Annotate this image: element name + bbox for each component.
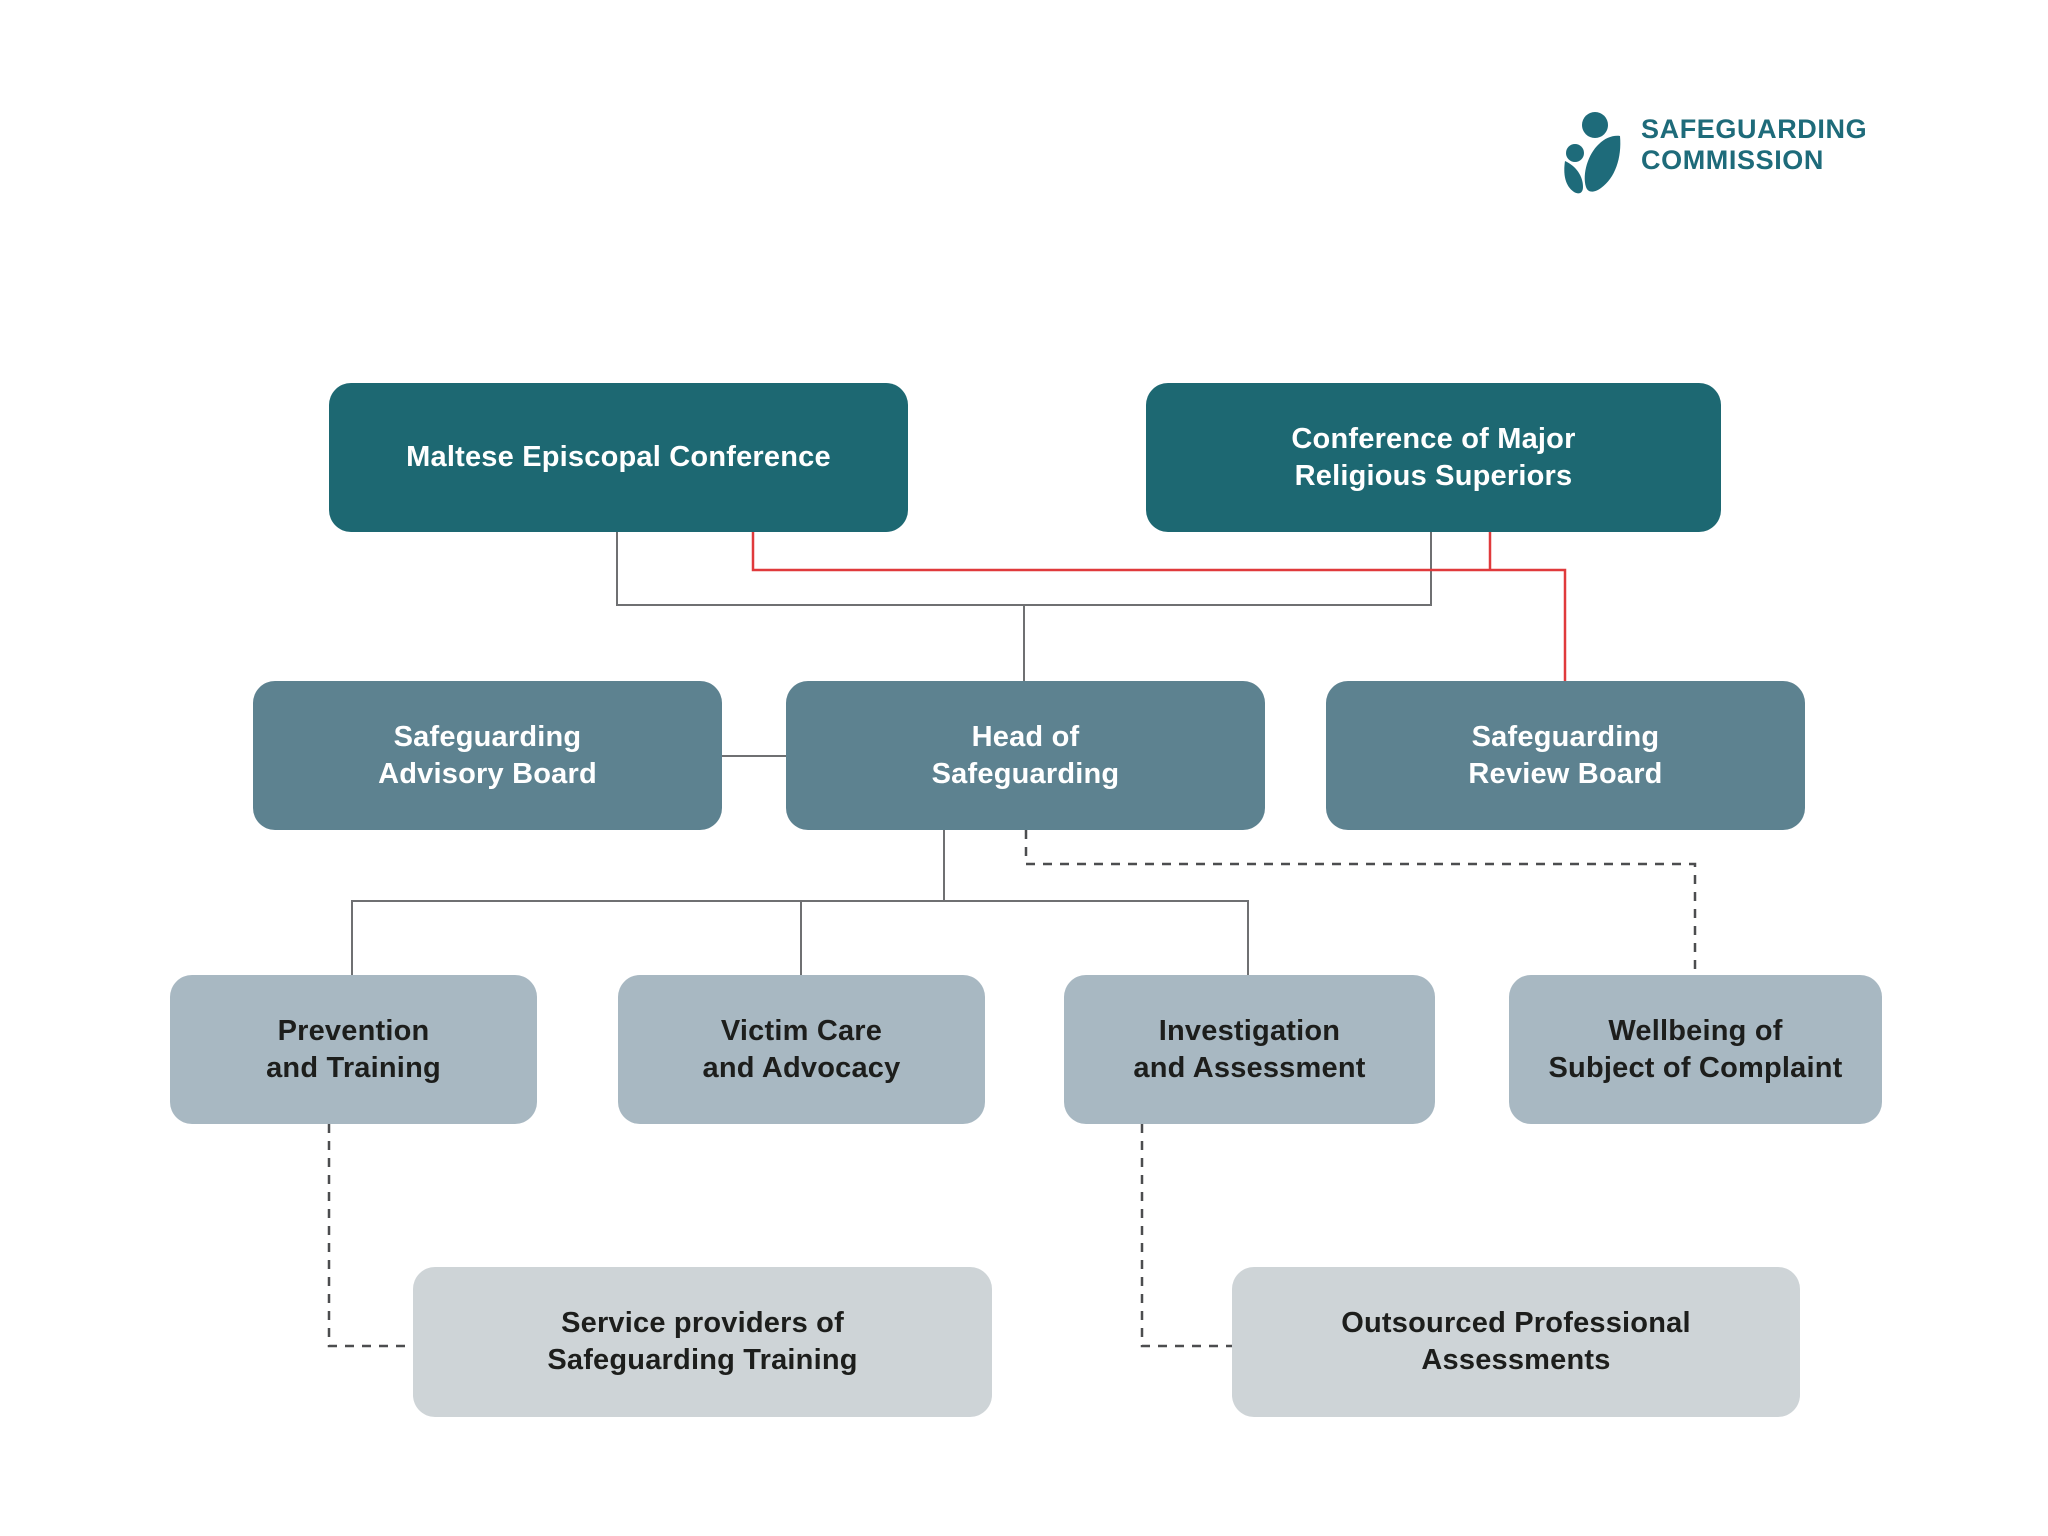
- node-service-providers-of-safeguarding-training: Service providers of Safeguarding Traini…: [413, 1267, 992, 1417]
- node-label: Outsourced Professional Assessments: [1341, 1307, 1691, 1376]
- node-label: Maltese Episcopal Conference: [406, 441, 831, 473]
- node-label: Prevention and Training: [266, 1014, 441, 1084]
- node-label: Wellbeing of Subject of Complaint: [1548, 1014, 1843, 1084]
- node-outsourced-professional-assessments: Outsourced Professional Assessments: [1232, 1267, 1800, 1417]
- logo-adult-head: [1582, 112, 1608, 138]
- node-victim-care-and-advocacy: Victim Care and Advocacy: [618, 975, 985, 1124]
- node-investigation-and-assessment: Investigation and Assessment: [1064, 975, 1435, 1124]
- node-wellbeing-of-subject-of-complaint: Wellbeing of Subject of Complaint: [1509, 975, 1882, 1124]
- node-prevention-and-training: Prevention and Training: [170, 975, 537, 1124]
- node-head-of-safeguarding: Head of Safeguarding: [786, 681, 1265, 830]
- edge-prevention-to-service-providers: [327, 1124, 413, 1348]
- node-label: Head of Safeguarding: [931, 720, 1120, 790]
- logo-child-leaf: [1564, 161, 1583, 194]
- edge-mec-cmrs-to-head: [616, 532, 1432, 606]
- node-label: Conference of Major Religious Superiors: [1291, 422, 1576, 492]
- edge-mec-to-review-board: [751, 532, 1567, 681]
- node-maltese-episcopal-conference: Maltese Episcopal Conference: [329, 383, 908, 532]
- node-label: Safeguarding Review Board: [1468, 720, 1663, 790]
- logo-adult-leaf: [1584, 135, 1621, 192]
- node-conference-of-major-religious-superiors: Conference of Major Religious Superiors: [1146, 383, 1721, 532]
- edge-head-to-prevention-victim-investigation: [351, 900, 1249, 975]
- safeguarding-commission-icon: [1564, 112, 1621, 194]
- edge-investigation-to-outsourced: [1140, 1124, 1232, 1348]
- node-label: Safeguarding Advisory Board: [378, 720, 597, 790]
- node-label: Investigation and Assessment: [1133, 1014, 1366, 1084]
- node-safeguarding-advisory-board: Safeguarding Advisory Board: [253, 681, 722, 830]
- logo-child-head: [1566, 144, 1584, 162]
- node-label: Victim Care and Advocacy: [702, 1014, 901, 1084]
- logo: SAFEGUARDING COMMISSION: [1563, 108, 1867, 198]
- edge-head-to-wellbeing: [1024, 830, 1697, 975]
- logo-wordmark: SAFEGUARDING COMMISSION: [1641, 114, 1868, 175]
- node-safeguarding-review-board: Safeguarding Review Board: [1326, 681, 1805, 830]
- node-label: Service providers of Safeguarding Traini…: [547, 1307, 858, 1376]
